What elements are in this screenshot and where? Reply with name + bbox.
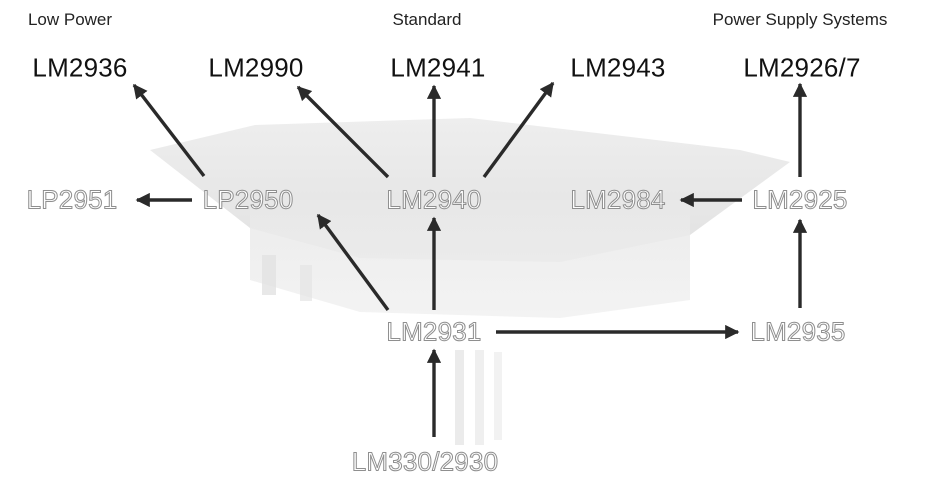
category-power-supply-systems: Power Supply Systems (713, 10, 888, 30)
node-lp2950: LP2950 (203, 185, 294, 216)
node-lm2943: LM2943 (570, 53, 665, 84)
node-lm2936: LM2936 (32, 53, 127, 84)
category-standard: Standard (393, 10, 462, 30)
node-lm2941: LM2941 (390, 53, 485, 84)
node-lm2935: LM2935 (750, 317, 845, 348)
node-lm2984: LM2984 (570, 185, 665, 216)
node-lm2990: LM2990 (208, 53, 303, 84)
arrow-lm2940-to-lm2943 (484, 83, 553, 177)
node-lm2940: LM2940 (386, 185, 481, 216)
arrow-lp2950-to-lm2936 (134, 85, 204, 176)
node-lm2931: LM2931 (386, 317, 481, 348)
node-lm2926-7: LM2926/7 (743, 53, 860, 84)
node-lm2925: LM2925 (752, 185, 847, 216)
node-lp2951: LP2951 (27, 185, 118, 216)
arrow-lm2931-to-lp2950 (318, 215, 388, 310)
node-lm330-2930: LM330/2930 (352, 447, 499, 478)
arrow-lm2940-to-lm2990 (298, 87, 388, 177)
category-low-power: Low Power (28, 10, 112, 30)
